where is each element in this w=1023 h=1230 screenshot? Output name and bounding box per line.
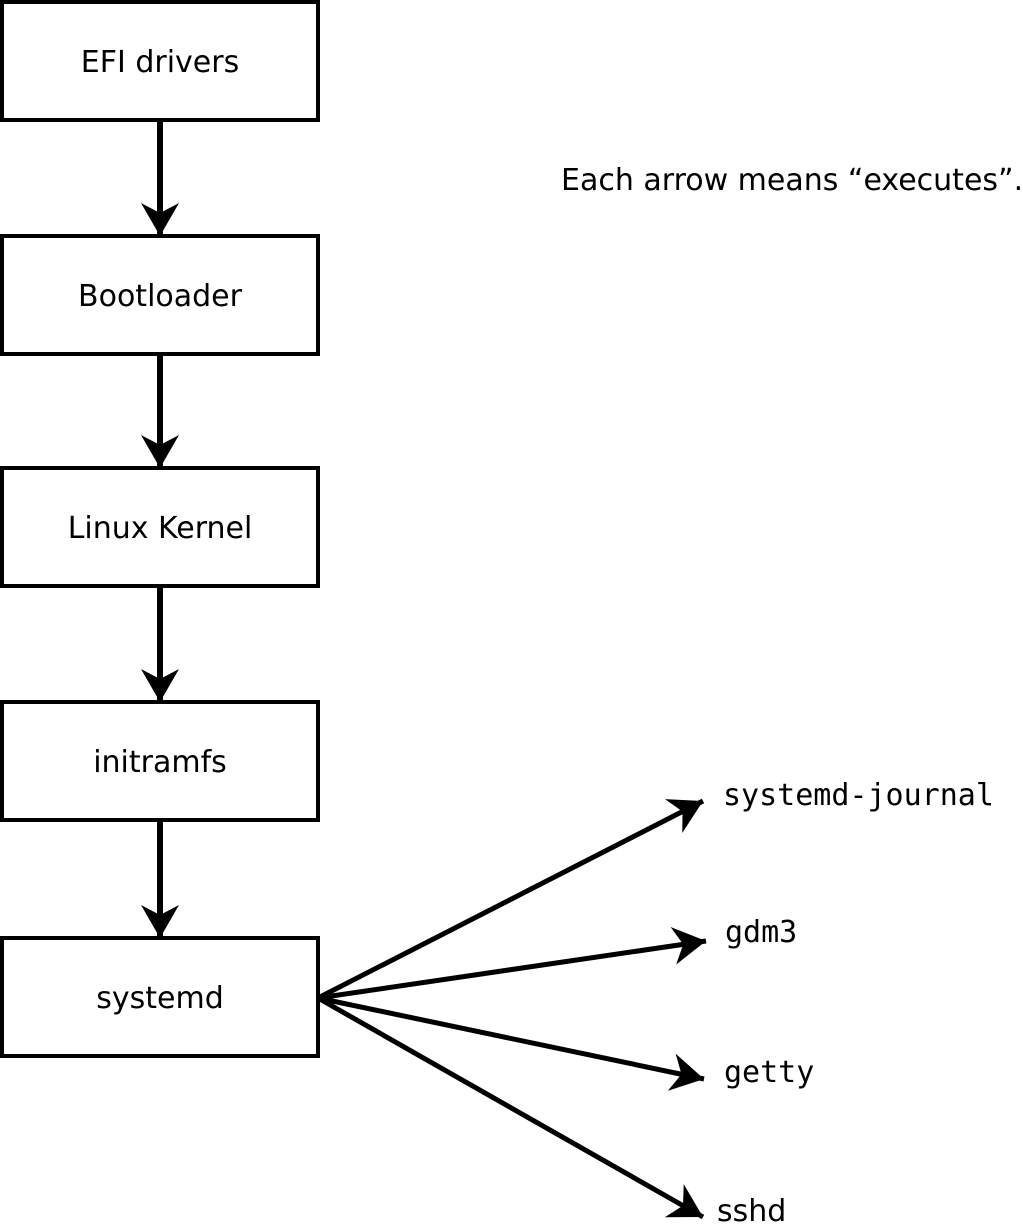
leaf-label-getty: getty [724, 1055, 814, 1090]
leaf-label-sshd: sshd [717, 1194, 786, 1229]
arrow-systemd-to-gdm3 [317, 926, 707, 1001]
node-box-efi-drivers [0, 0, 320, 122]
note-arrow-meaning: Each arrow means “executes”. [561, 163, 1023, 198]
node-initramfs: initramfs [0, 700, 320, 822]
node-linux-kernel: Linux Kernel [0, 466, 320, 588]
node-label-systemd: systemd [96, 981, 224, 1016]
node-box-bootloader [0, 234, 320, 356]
leaf-label-systemd-journal: systemd-journal [723, 778, 994, 813]
leaf-label-gdm3: gdm3 [725, 915, 797, 950]
node-box-initramfs [0, 700, 320, 822]
node-box-systemd [0, 936, 320, 1058]
node-label-bootloader: Bootloader [78, 279, 243, 314]
arrow-systemd-to-getty [317, 995, 705, 1091]
node-bootloader: Bootloader [0, 234, 320, 356]
arrow-systemd-to-sshd [316, 995, 705, 1220]
node-efi-drivers: EFI drivers [0, 0, 320, 122]
node-label-linux-kernel: Linux Kernel [68, 511, 253, 546]
arrow-systemd-to-systemd-journal [316, 798, 705, 1001]
node-systemd: systemd [0, 936, 320, 1058]
node-label-efi-drivers: EFI drivers [81, 45, 239, 80]
node-label-initramfs: initramfs [93, 745, 227, 780]
